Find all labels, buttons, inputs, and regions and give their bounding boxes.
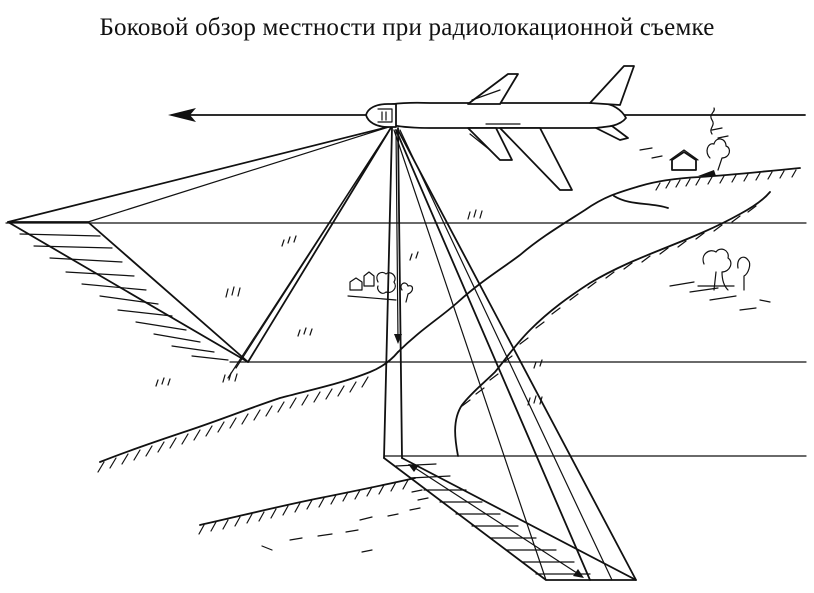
vegetation-marks bbox=[156, 128, 770, 552]
village-left bbox=[348, 272, 413, 302]
farmstead bbox=[670, 108, 729, 176]
airplane-icon bbox=[366, 66, 634, 190]
terrain-right-bank bbox=[455, 192, 770, 456]
terrain-left-bank bbox=[98, 352, 398, 472]
terrain-upper-bank bbox=[398, 168, 800, 352]
tree-icon bbox=[738, 257, 750, 290]
trees-right bbox=[698, 249, 750, 290]
horizontal-reference-lines bbox=[6, 223, 806, 456]
tree-icon bbox=[377, 272, 395, 293]
tree-icon bbox=[707, 139, 729, 170]
terrain-bottom-shore bbox=[199, 478, 415, 534]
tree-icon bbox=[703, 249, 731, 290]
house-icon bbox=[350, 278, 362, 290]
house-icon bbox=[364, 272, 374, 286]
house-icon bbox=[672, 152, 696, 170]
radar-beam-left bbox=[8, 126, 392, 378]
